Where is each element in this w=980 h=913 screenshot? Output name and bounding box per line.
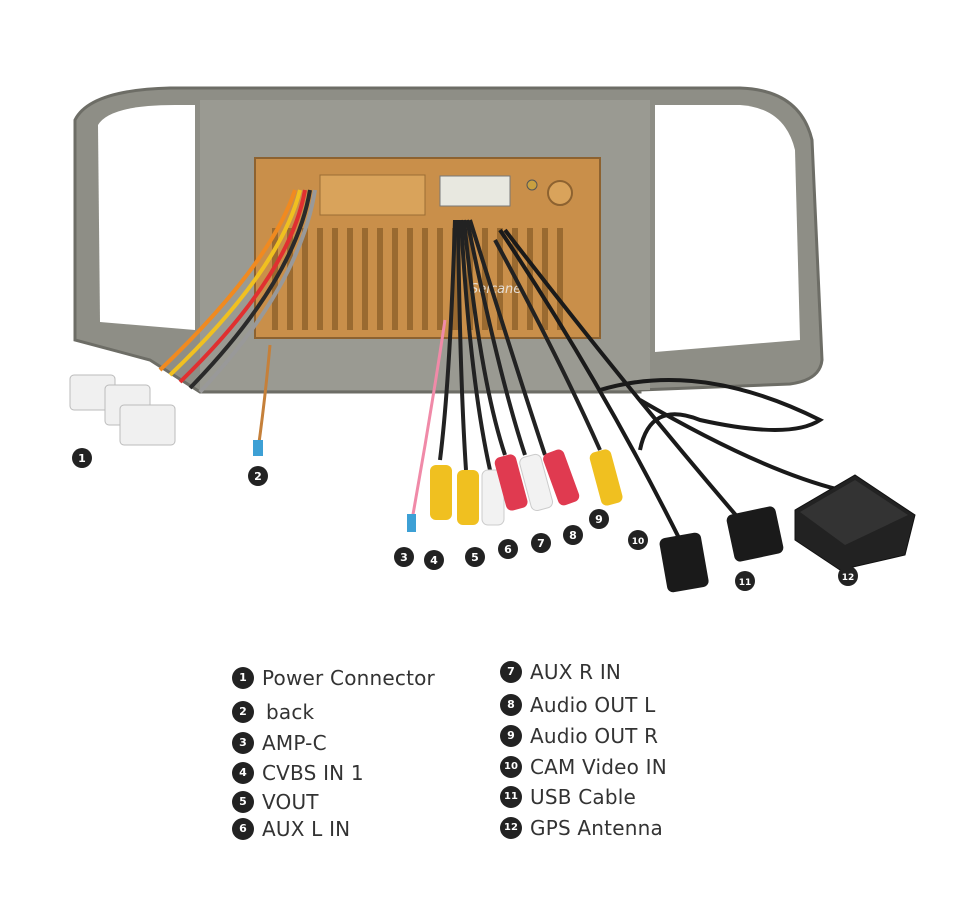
callout-4: 4: [424, 550, 444, 570]
legend-item-7: 7 AUX R IN: [500, 659, 621, 685]
legend-item-2: 2 back: [232, 699, 314, 725]
legend-label: AMP-C: [262, 731, 327, 755]
legend-number: 5: [232, 791, 254, 813]
svg-text:8: 8: [569, 529, 577, 542]
svg-text:9: 9: [595, 513, 603, 526]
legend-item-5: 5 VOUT: [232, 789, 319, 815]
legend-label: VOUT: [262, 790, 319, 814]
legend-number: 12: [500, 817, 522, 839]
legend-number: 3: [232, 732, 254, 754]
legend-number: 11: [500, 786, 522, 808]
callout-3: 3: [394, 547, 414, 567]
svg-text:12: 12: [842, 573, 855, 583]
legend-label: Power Connector: [262, 666, 435, 690]
legend-number: 4: [232, 762, 254, 784]
gps-antenna: [794, 474, 916, 571]
power-harness: [158, 189, 317, 394]
legend-item-1: 1 Power Connector: [232, 665, 435, 691]
svg-text:10: 10: [632, 537, 645, 547]
svg-text:11: 11: [739, 578, 752, 588]
callout-1: 1: [72, 448, 92, 468]
legend-number: 2: [232, 701, 254, 723]
legend-label: CVBS IN 1: [262, 761, 364, 785]
watermark-text: Seicane: [470, 282, 521, 297]
power-connector: [69, 374, 176, 446]
legend-label: AUX L IN: [262, 817, 351, 841]
legend-label: Audio OUT L: [530, 693, 656, 717]
legend-item-11: 11 USB Cable: [500, 784, 636, 810]
legend-label: GPS Antenna: [530, 816, 663, 840]
svg-text:2: 2: [254, 470, 262, 483]
callout-markers: 1 2 3 4 5 6 7 8 9 10 11 12: [72, 448, 858, 591]
legend-number: 1: [232, 667, 254, 689]
legend-label: USB Cable: [530, 785, 636, 809]
usb-plugs: [659, 506, 784, 593]
legend-label: Audio OUT R: [530, 724, 659, 748]
head-unit-rear-photo: Seicane: [69, 86, 916, 593]
rca-plugs: [430, 449, 623, 526]
svg-text:1: 1: [78, 452, 86, 465]
svg-text:6: 6: [504, 543, 512, 556]
legend-number: 7: [500, 661, 522, 683]
legend-number: 10: [500, 756, 522, 778]
callout-12: 12: [838, 566, 858, 586]
callout-2: 2: [248, 466, 268, 486]
legend-number: 9: [500, 725, 522, 747]
callout-8: 8: [563, 525, 583, 545]
legend-item-12: 12 GPS Antenna: [500, 815, 663, 841]
legend-label: back: [266, 700, 315, 724]
legend-label: CAM Video IN: [530, 755, 667, 779]
callout-5: 5: [465, 547, 485, 567]
svg-text:5: 5: [471, 551, 479, 564]
callout-7: 7: [531, 533, 551, 553]
callout-9: 9: [589, 509, 609, 529]
legend-item-10: 10 CAM Video IN: [500, 754, 667, 780]
callout-10: 10: [628, 530, 648, 550]
legend-item-3: 3 AMP-C: [232, 730, 327, 756]
callout-6: 6: [498, 539, 518, 559]
metal-case: Seicane: [254, 157, 601, 339]
legend-number: 6: [232, 818, 254, 840]
legend-number: 8: [500, 694, 522, 716]
legend-item-6: 6 AUX L IN: [232, 816, 350, 842]
legend-label: AUX R IN: [530, 660, 622, 684]
svg-text:3: 3: [400, 551, 408, 564]
legend-item-4: 4 CVBS IN 1: [232, 760, 364, 786]
legend-item-8: 8 Audio OUT L: [500, 692, 656, 718]
svg-text:4: 4: [430, 554, 438, 567]
legend-item-9: 9 Audio OUT R: [500, 723, 658, 749]
svg-text:7: 7: [537, 537, 545, 550]
callout-11: 11: [735, 571, 755, 591]
